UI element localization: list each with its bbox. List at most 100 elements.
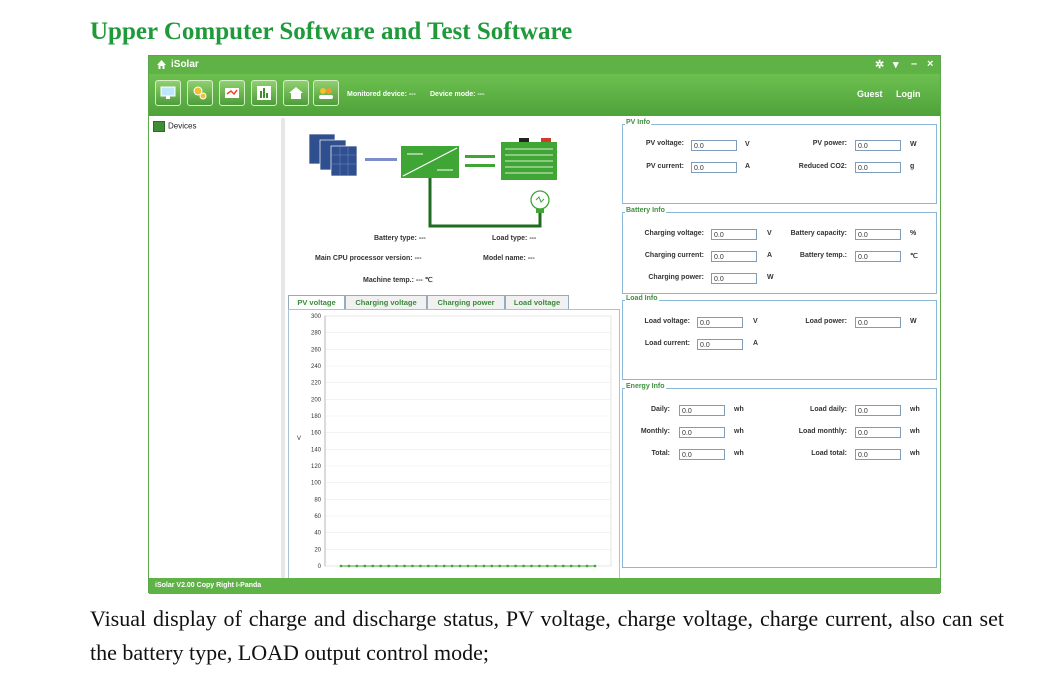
monthly-label: Monthly: — [640, 428, 670, 435]
y-tick-label: 80 — [314, 497, 321, 503]
caption-text: Visual display of charge and discharge s… — [90, 606, 1004, 665]
monitor-button[interactable] — [155, 80, 181, 106]
battery-type-label: Battery type: --- — [374, 235, 426, 242]
daily-field[interactable]: 0.0 — [679, 405, 725, 416]
load-daily-label: Load daily: — [810, 406, 847, 413]
pv-power-label: PV power: — [812, 140, 847, 147]
data-point — [498, 564, 501, 568]
minimize-icon[interactable]: – — [911, 58, 918, 70]
load-info-title: Load Info — [625, 295, 659, 302]
data-point — [419, 564, 422, 568]
load-voltage-label: Load voltage: — [644, 318, 690, 325]
guest-link[interactable]: Guest — [857, 89, 883, 99]
pv-voltage-field[interactable]: 0.0 — [691, 140, 737, 151]
y-axis-label: V — [297, 436, 301, 442]
y-tick-label: 180 — [311, 414, 322, 420]
tree-item-devices[interactable]: Devices — [153, 121, 196, 132]
version-label: iSolar V2.00 Copy Right I-Panda — [155, 582, 262, 589]
data-point — [435, 564, 438, 568]
load-current-field[interactable]: 0.0 — [697, 339, 743, 350]
y-tick-label: 160 — [311, 431, 322, 437]
data-point — [474, 564, 478, 568]
lightbulb-icon — [530, 190, 550, 213]
total-field[interactable]: 0.0 — [679, 449, 725, 460]
pv-current-label: PV current: — [646, 163, 684, 170]
data-point — [514, 564, 517, 568]
charging-voltage-unit: V — [767, 230, 772, 237]
data-point — [450, 564, 454, 568]
login-link[interactable]: Login — [896, 89, 921, 99]
load-info-group: Load Info Load voltage: 0.0 V Load power… — [622, 295, 937, 380]
battery-info-group: Battery Info Charging voltage: 0.0 V Bat… — [622, 207, 937, 294]
load-monthly-unit: wh — [910, 428, 920, 435]
statistics-button[interactable] — [251, 80, 277, 106]
monitored-device-label: Monitored device: --- — [347, 91, 416, 98]
load-total-label: Load total: — [811, 450, 847, 457]
load-monthly-field[interactable]: 0.0 — [855, 427, 901, 438]
load-monthly-label: Load monthly: — [798, 428, 847, 435]
monthly-field[interactable]: 0.0 — [679, 427, 725, 438]
data-point — [411, 564, 414, 568]
energy-info-group: Energy Info Daily: 0.0 wh Load daily: 0.… — [622, 383, 937, 568]
pv-current-unit: A — [745, 163, 751, 170]
data-export-button[interactable] — [219, 80, 245, 106]
tab-load-voltage[interactable]: Load voltage — [505, 295, 569, 309]
home-icon — [289, 87, 303, 99]
reduced-co2-label: Reduced CO2: — [798, 163, 847, 170]
settings-gears-icon — [193, 86, 207, 100]
charging-power-field[interactable]: 0.0 — [711, 273, 757, 284]
app-logo-icon — [157, 60, 166, 69]
load-type-label: Load type: --- — [492, 235, 537, 242]
battery-info-title: Battery Info — [625, 207, 666, 214]
battery-capacity-field[interactable]: 0.0 — [855, 229, 901, 240]
tab-pv-voltage[interactable]: PV voltage — [288, 295, 345, 310]
tab-charging-power[interactable]: Charging power — [427, 295, 505, 309]
load-power-field[interactable]: 0.0 — [855, 317, 901, 328]
y-tick-label: 60 — [314, 514, 321, 520]
settings-button[interactable] — [187, 80, 213, 106]
battery-temp-field[interactable]: 0.0 — [855, 251, 901, 262]
energy-info-title: Energy Info — [625, 383, 666, 390]
reduced-co2-field[interactable]: 0.0 — [855, 162, 901, 173]
line-chart: V 02040608010012014016018020022024026028… — [297, 314, 612, 570]
isolar-window: iSolar ✲ ▾ – × Monitored device: --- Dev… — [148, 55, 941, 594]
pv-voltage-label: PV voltage: — [645, 140, 684, 147]
pv-power-field[interactable]: 0.0 — [855, 140, 901, 151]
panel-splitter[interactable] — [281, 118, 285, 578]
status-bar: iSolar V2.00 Copy Right I-Panda — [149, 578, 940, 594]
machine-temp-label: Machine temp.: --- ℃ — [363, 277, 433, 284]
pv-current-field[interactable]: 0.0 — [691, 162, 737, 173]
home-button[interactable] — [283, 80, 309, 106]
data-point — [347, 564, 351, 568]
battery-temp-label: Battery temp.: — [799, 252, 847, 259]
pv-info-title: PV Info — [625, 119, 652, 126]
load-daily-field[interactable]: 0.0 — [855, 405, 901, 416]
overview-panel: Battery type: --- Load type: --- Main CP… — [285, 118, 620, 579]
data-point — [577, 564, 581, 568]
tab-charging-voltage[interactable]: Charging voltage — [345, 295, 427, 309]
y-tick-label: 140 — [311, 447, 322, 453]
load-total-field[interactable]: 0.0 — [855, 449, 901, 460]
data-point — [530, 564, 533, 568]
y-tick-label: 0 — [318, 564, 322, 570]
data-point — [482, 564, 486, 568]
charging-voltage-label: Charging voltage: — [644, 230, 704, 237]
battery-icon — [501, 138, 557, 180]
y-tick-label: 220 — [311, 381, 322, 387]
settings-icon[interactable]: ✲ — [875, 59, 885, 71]
data-point — [395, 564, 398, 568]
close-icon[interactable]: × — [927, 58, 934, 70]
y-tick-label: 260 — [311, 347, 322, 353]
dropdown-icon[interactable]: ▾ — [893, 59, 899, 71]
users-button[interactable] — [313, 80, 339, 106]
load-voltage-field[interactable]: 0.0 — [697, 317, 743, 328]
battery-capacity-label: Battery capacity: — [790, 230, 847, 237]
charging-voltage-field[interactable]: 0.0 — [711, 229, 757, 240]
load-total-unit: wh — [910, 450, 920, 457]
device-folder-icon — [153, 121, 165, 132]
charging-current-field[interactable]: 0.0 — [711, 251, 757, 262]
load-power-unit: W — [910, 318, 917, 325]
bar-chart-icon — [257, 86, 271, 100]
data-point — [538, 564, 541, 568]
